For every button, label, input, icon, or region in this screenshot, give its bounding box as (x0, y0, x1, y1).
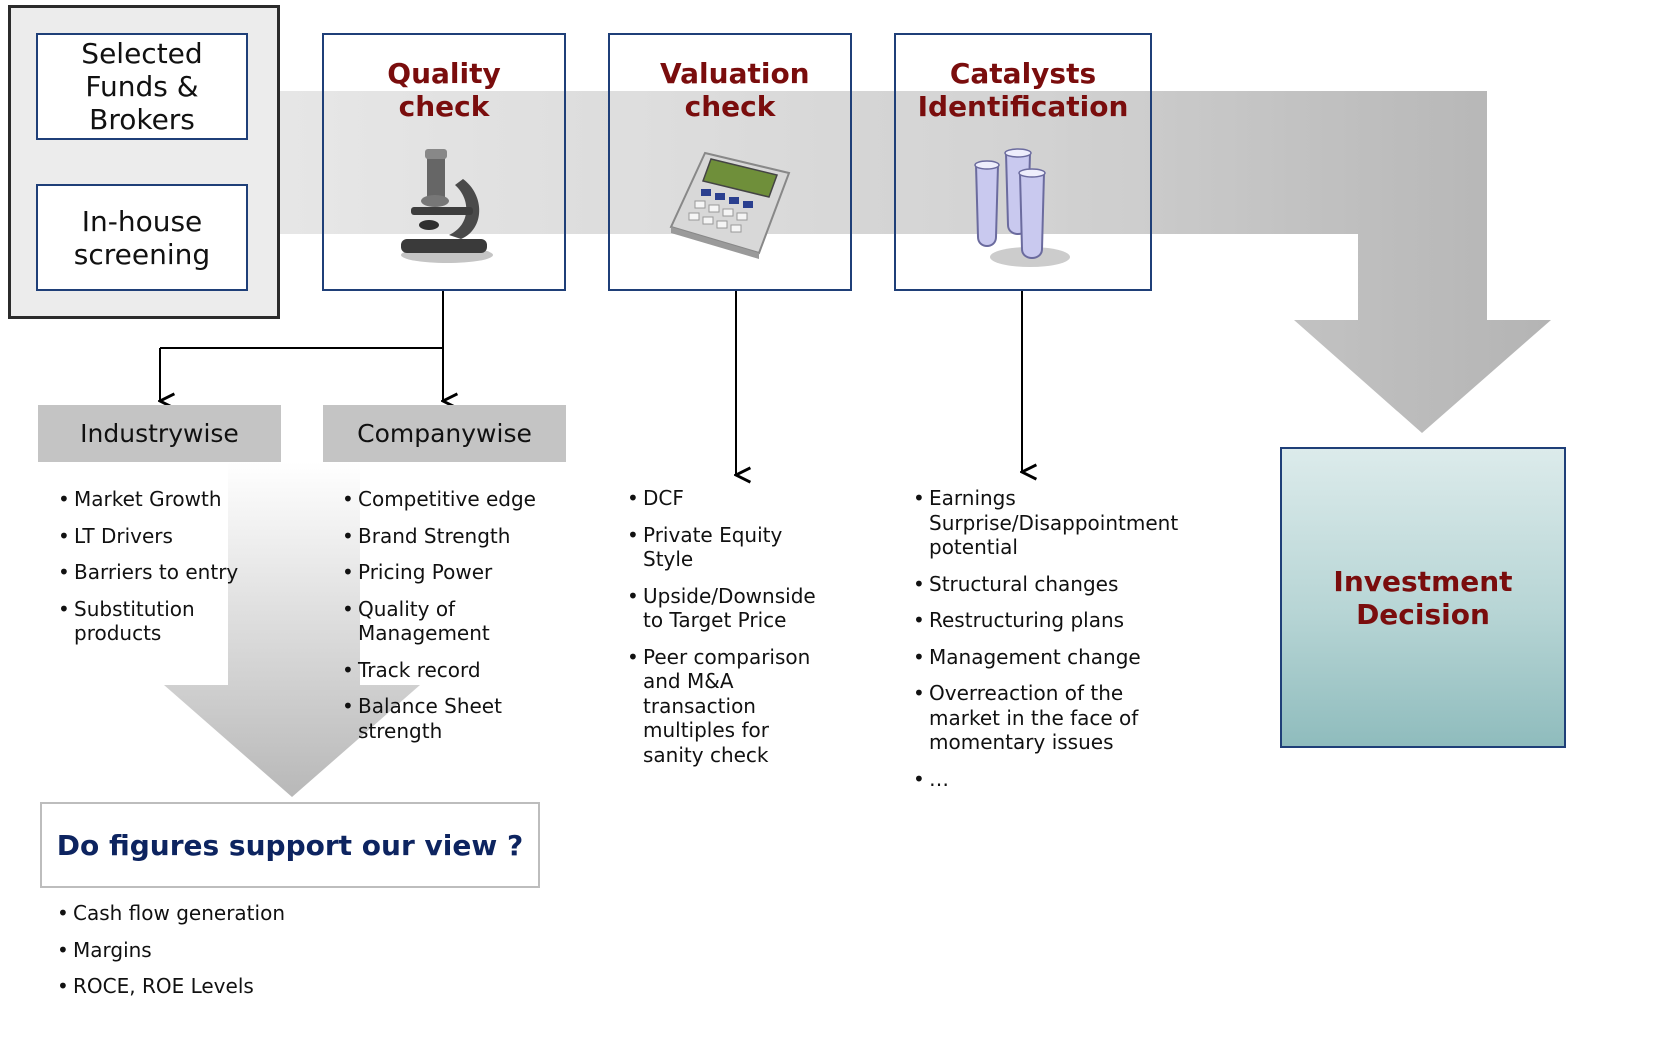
list-item: Upside/Downside to Target Price (627, 584, 827, 633)
test-tubes-icon (974, 148, 1070, 267)
list-item: Restructuring plans (913, 608, 1188, 633)
inhouse-screening-box: In-house screening (36, 184, 248, 291)
investment-decision-box: Investment Decision (1280, 447, 1566, 748)
list-item: LT Drivers (58, 524, 258, 549)
list-item: … (913, 767, 1188, 792)
list-item: Overreaction of the market in the face o… (913, 681, 1154, 755)
companywise-list: Competitive edge Brand Strength Pricing … (342, 487, 562, 755)
list-item: Peer comparison and M&A transaction mult… (627, 645, 818, 768)
valuation-check-title: Valuation check (660, 57, 810, 123)
list-item: Private Equity Style (627, 523, 793, 572)
catalysts-identification-title: Catalysts Identification (917, 57, 1129, 123)
figures-list: Cash flow generation Margins ROCE, ROE L… (57, 901, 357, 1011)
list-item: Cash flow generation (57, 901, 357, 926)
valuation-check-stage: Valuation check (608, 33, 852, 291)
list-item: Substitution products (58, 597, 214, 646)
main-process-arrow (280, 91, 1551, 433)
list-item: Pricing Power (342, 560, 562, 585)
figures-question-label: Do figures support our view ? (56, 828, 524, 862)
catalysts-list: Earnings Surprise/Disappointment potenti… (913, 486, 1188, 803)
list-item: Quality of Management (342, 597, 498, 646)
microscope-icon (401, 149, 493, 263)
list-item: Brand Strength (342, 524, 562, 549)
list-item: Market Growth (58, 487, 258, 512)
list-item: Structural changes (913, 572, 1188, 597)
list-item: DCF (627, 486, 827, 511)
list-item: Management change (913, 645, 1188, 670)
quality-check-stage: Quality check (322, 33, 566, 291)
list-item: Competitive edge (342, 487, 562, 512)
list-item: Margins (57, 938, 357, 963)
valuation-list: DCF Private Equity Style Upside/Downside… (627, 486, 827, 779)
industrywise-label: Industrywise (80, 419, 239, 448)
industrywise-list: Market Growth LT Drivers Barriers to ent… (58, 487, 258, 658)
inhouse-screening-label: In-house screening (73, 204, 211, 271)
catalysts-identification-stage: Catalysts Identification (894, 33, 1152, 291)
selected-funds-label: Selected Funds & Brokers (81, 37, 203, 136)
companywise-label: Companywise (357, 419, 532, 448)
companywise-header: Companywise (323, 405, 566, 462)
list-item: Barriers to entry (58, 560, 258, 585)
figures-question-box: Do figures support our view ? (40, 802, 540, 888)
selected-funds-box: Selected Funds & Brokers (36, 33, 248, 140)
investment-decision-label: Investment Decision (1333, 564, 1513, 631)
quality-check-title: Quality check (387, 57, 501, 123)
list-item: ROCE, ROE Levels (57, 974, 357, 999)
list-item: Track record (342, 658, 562, 683)
list-item: Earnings Surprise/Disappointment potenti… (913, 486, 1178, 560)
industrywise-header: Industrywise (38, 405, 281, 462)
calculator-icon (669, 151, 791, 259)
list-item: Balance Sheet strength (342, 694, 518, 743)
